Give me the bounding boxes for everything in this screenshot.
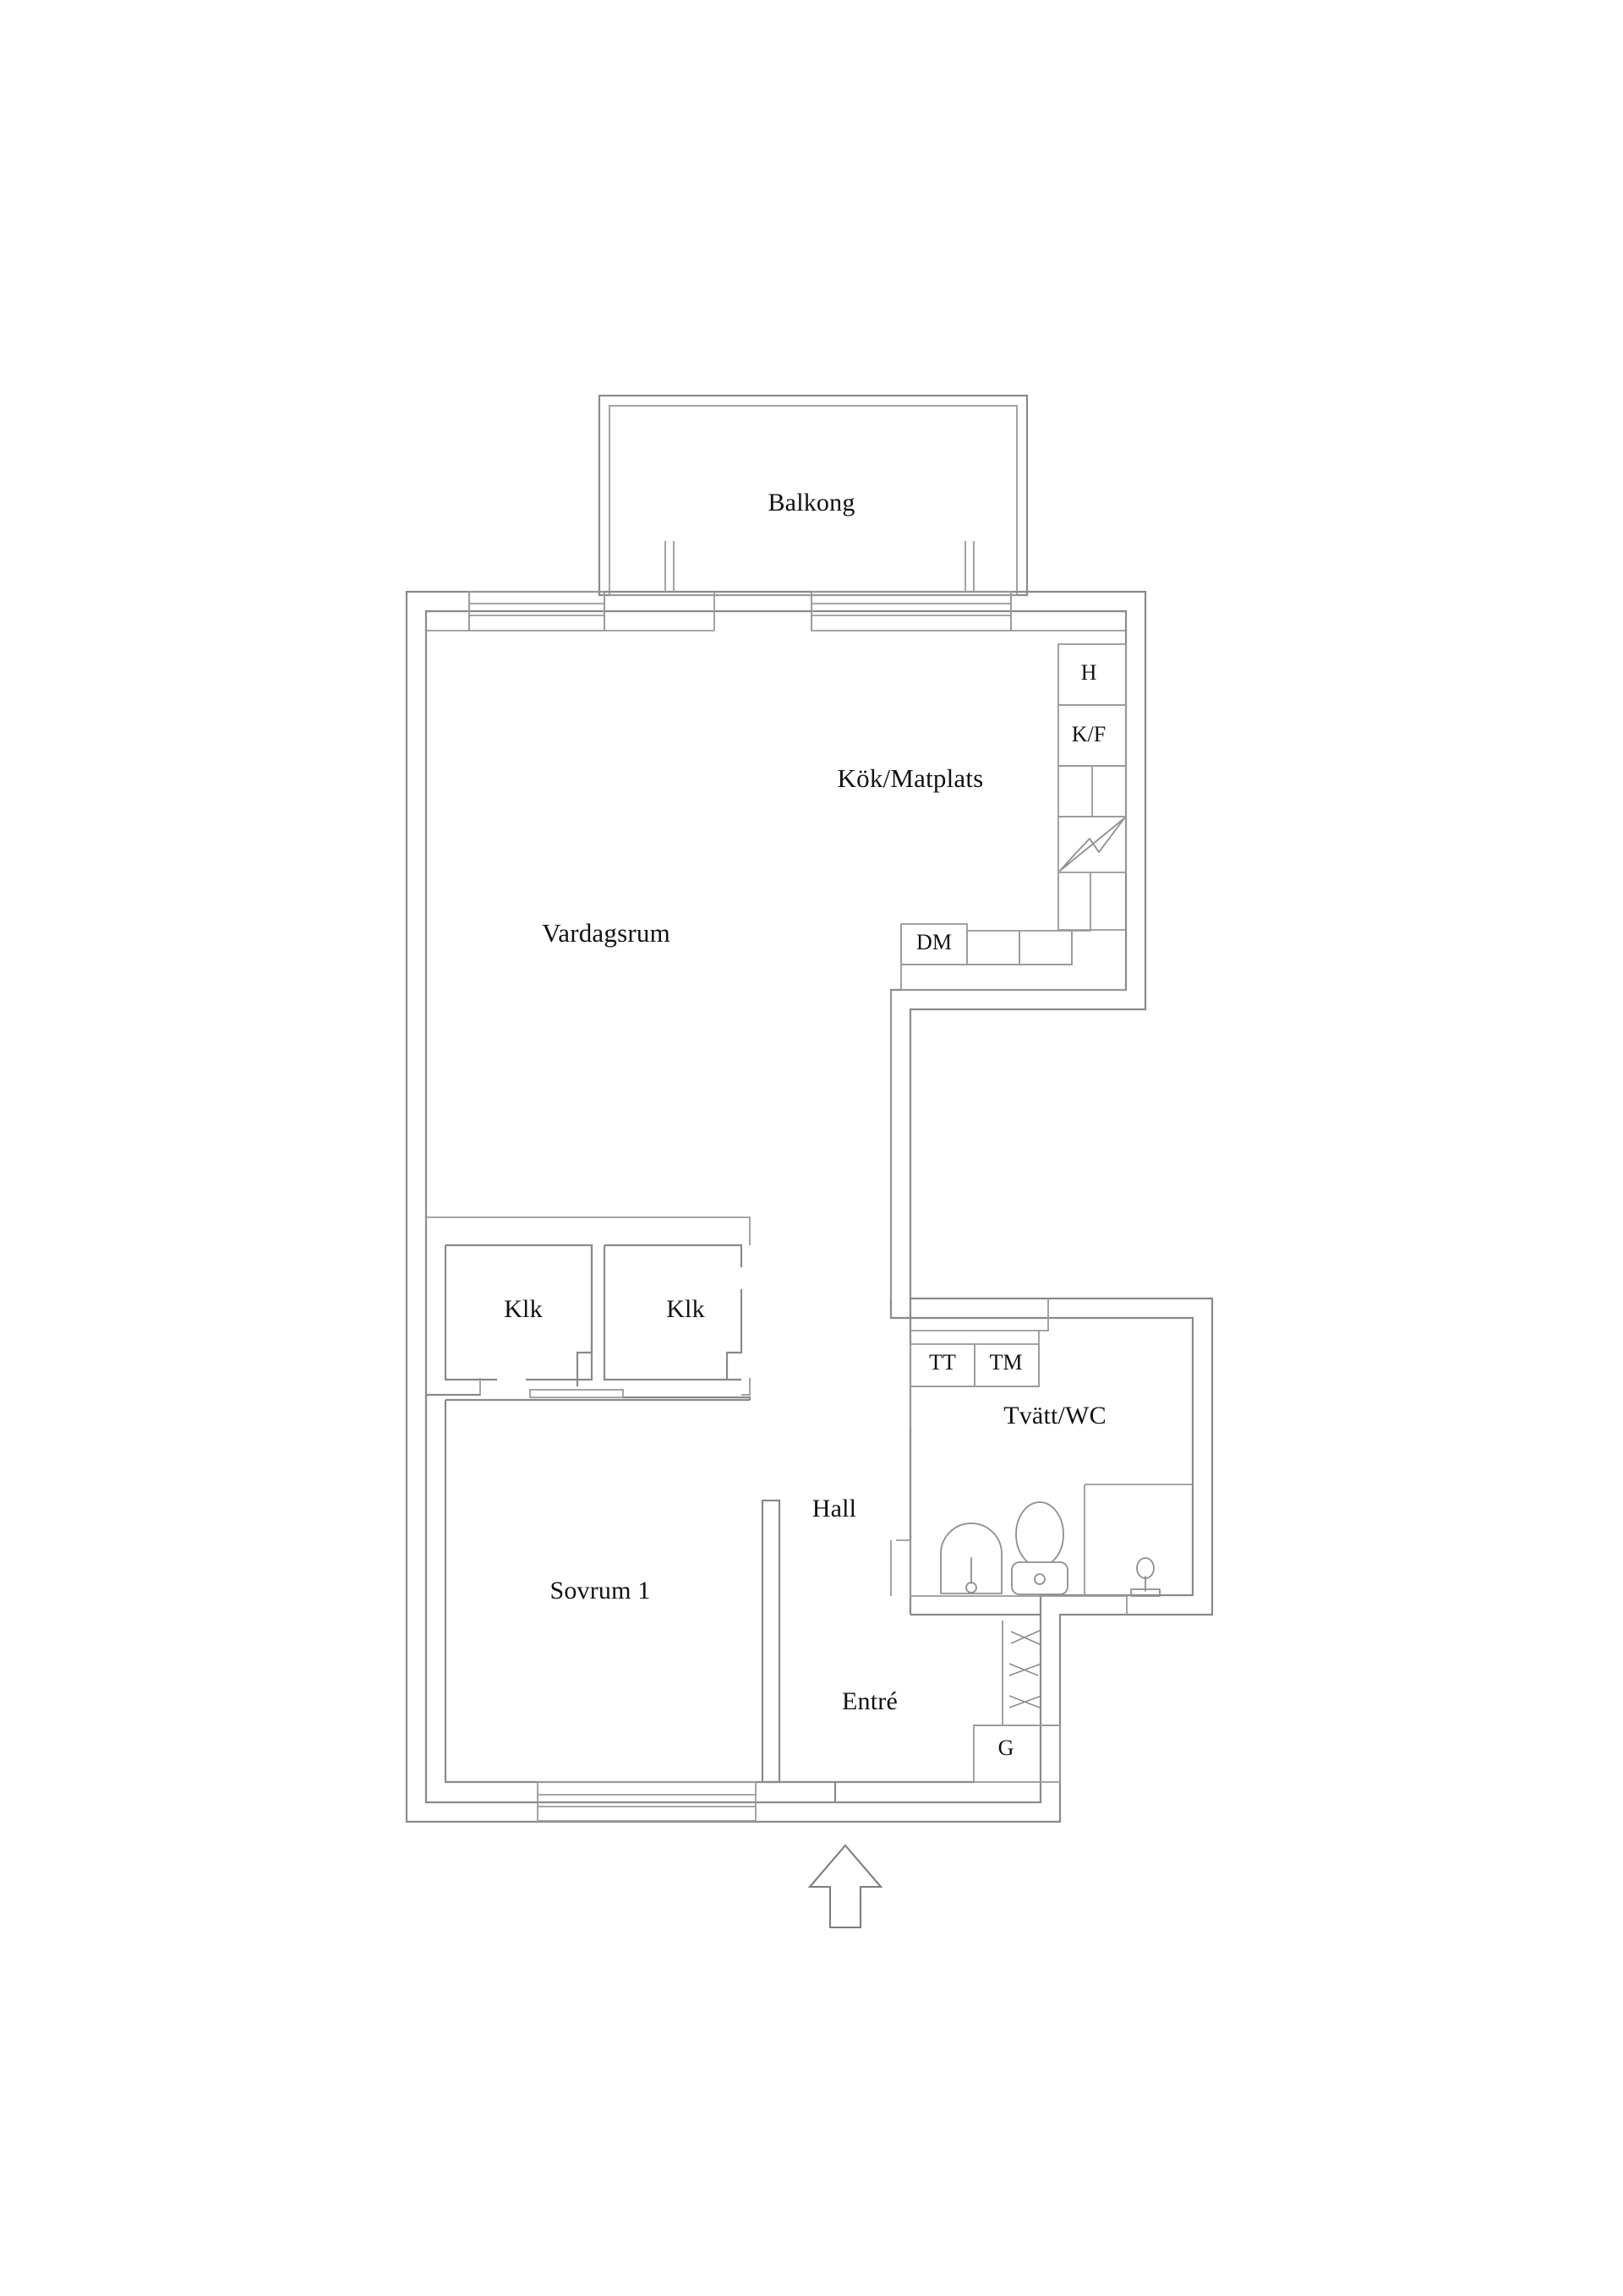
tag-label-wardrobe-g: G: [998, 1736, 1014, 1760]
room-label-entre: Entré: [842, 1687, 898, 1715]
inner-wall-outline: [424, 610, 1194, 1804]
room-label-klk-2: Klk: [666, 1295, 705, 1323]
north-window-jambs: [468, 592, 1012, 631]
counter-edge-lower: [901, 872, 1091, 965]
closet-top-wall: [426, 1216, 751, 1245]
tag-label-tumble-dryer: TT: [929, 1350, 956, 1375]
apartment-outer-shell: [405, 590, 1214, 1823]
window-bedroom-frame: [537, 1781, 757, 1822]
tag-label-hood: H: [1081, 660, 1097, 685]
closet-right-walls: [603, 1244, 743, 1381]
toilet-flush: [1034, 1573, 1046, 1585]
outer-wall-outline: [405, 590, 1214, 1823]
room-label-hall: Hall: [812, 1495, 856, 1522]
toilet-icon: [1011, 1501, 1068, 1595]
closet-divider-wall: [576, 1245, 593, 1386]
cabinet-unit-c: [1019, 930, 1073, 965]
counter-return: [1057, 872, 1126, 931]
wc-upper-nook: [910, 1298, 1049, 1331]
hall-partition-wall: [761, 1499, 781, 1784]
entre-group: [835, 1613, 1061, 1784]
appliance-tags-group: H K/F DM TT TM G: [916, 660, 1106, 1760]
hall-partition-group: [761, 1499, 837, 1802]
cabinet-unit-b: [966, 930, 1020, 965]
laundry-bench-edge: [910, 1331, 1040, 1387]
wardrobe-icon: [1002, 1621, 1042, 1725]
closet-sliding-door[interactable]: [529, 1389, 624, 1398]
shower-icon: [1130, 1557, 1161, 1597]
hall-bottom-return: [779, 1780, 837, 1802]
tag-label-fridge: K/F: [1072, 722, 1106, 746]
room-label-vardagsrum: Vardagsrum: [542, 918, 670, 948]
room-labels-group: Kök/Matplats Vardagsrum Klk Klk Tvätt/WC…: [504, 763, 1107, 1715]
washbasin-icon: [940, 1522, 1003, 1594]
room-label-balkong: Balkong: [768, 489, 855, 517]
entrance-arrow-icon: [807, 1844, 883, 1929]
window-bedroom: [537, 1781, 757, 1822]
kitchen-lower-counter-group: [900, 872, 1126, 991]
shower-head: [1136, 1557, 1155, 1579]
balcony-group: Balkong: [598, 394, 1029, 597]
wc-bench-bottom: [910, 1595, 1128, 1615]
tag-label-dishwasher: DM: [916, 930, 952, 954]
shower-base: [1130, 1588, 1161, 1597]
closets-group: [424, 1216, 751, 1802]
wc-left-notch: [896, 1539, 911, 1596]
room-label-sovrum-1: Sovrum 1: [549, 1577, 650, 1604]
wardrobe-hatch-lines: [1008, 1629, 1042, 1708]
closet-g-box: [973, 1725, 1061, 1783]
kitchen-cabinets-group: [1057, 643, 1127, 931]
room-label-klk-1: Klk: [504, 1295, 543, 1323]
toilet-cistern: [1011, 1561, 1068, 1595]
apartment-inner-shell: [424, 610, 1194, 1804]
laundry-wc-group: [890, 1298, 1193, 1615]
balcony-connector-stubs: [664, 541, 975, 592]
north-sill-lines: [426, 592, 1126, 631]
sink-icon: [1059, 817, 1125, 872]
shower-recess-outline: [1084, 1484, 1193, 1596]
north-openings-group: [426, 541, 1126, 631]
balcony-inner-wall: [609, 405, 1018, 596]
cabinet-sink-unit: [1057, 816, 1127, 873]
tag-label-washer: TM: [990, 1350, 1023, 1375]
toilet-bowl: [1015, 1501, 1064, 1567]
entrance-arrow-shape: [807, 1844, 883, 1929]
room-label-kok: Kök/Matplats: [838, 763, 984, 793]
washbasin-drain: [965, 1582, 977, 1594]
bedroom-group: [444, 1398, 778, 1822]
room-label-tvatt-wc: Tvätt/WC: [1003, 1402, 1107, 1430]
